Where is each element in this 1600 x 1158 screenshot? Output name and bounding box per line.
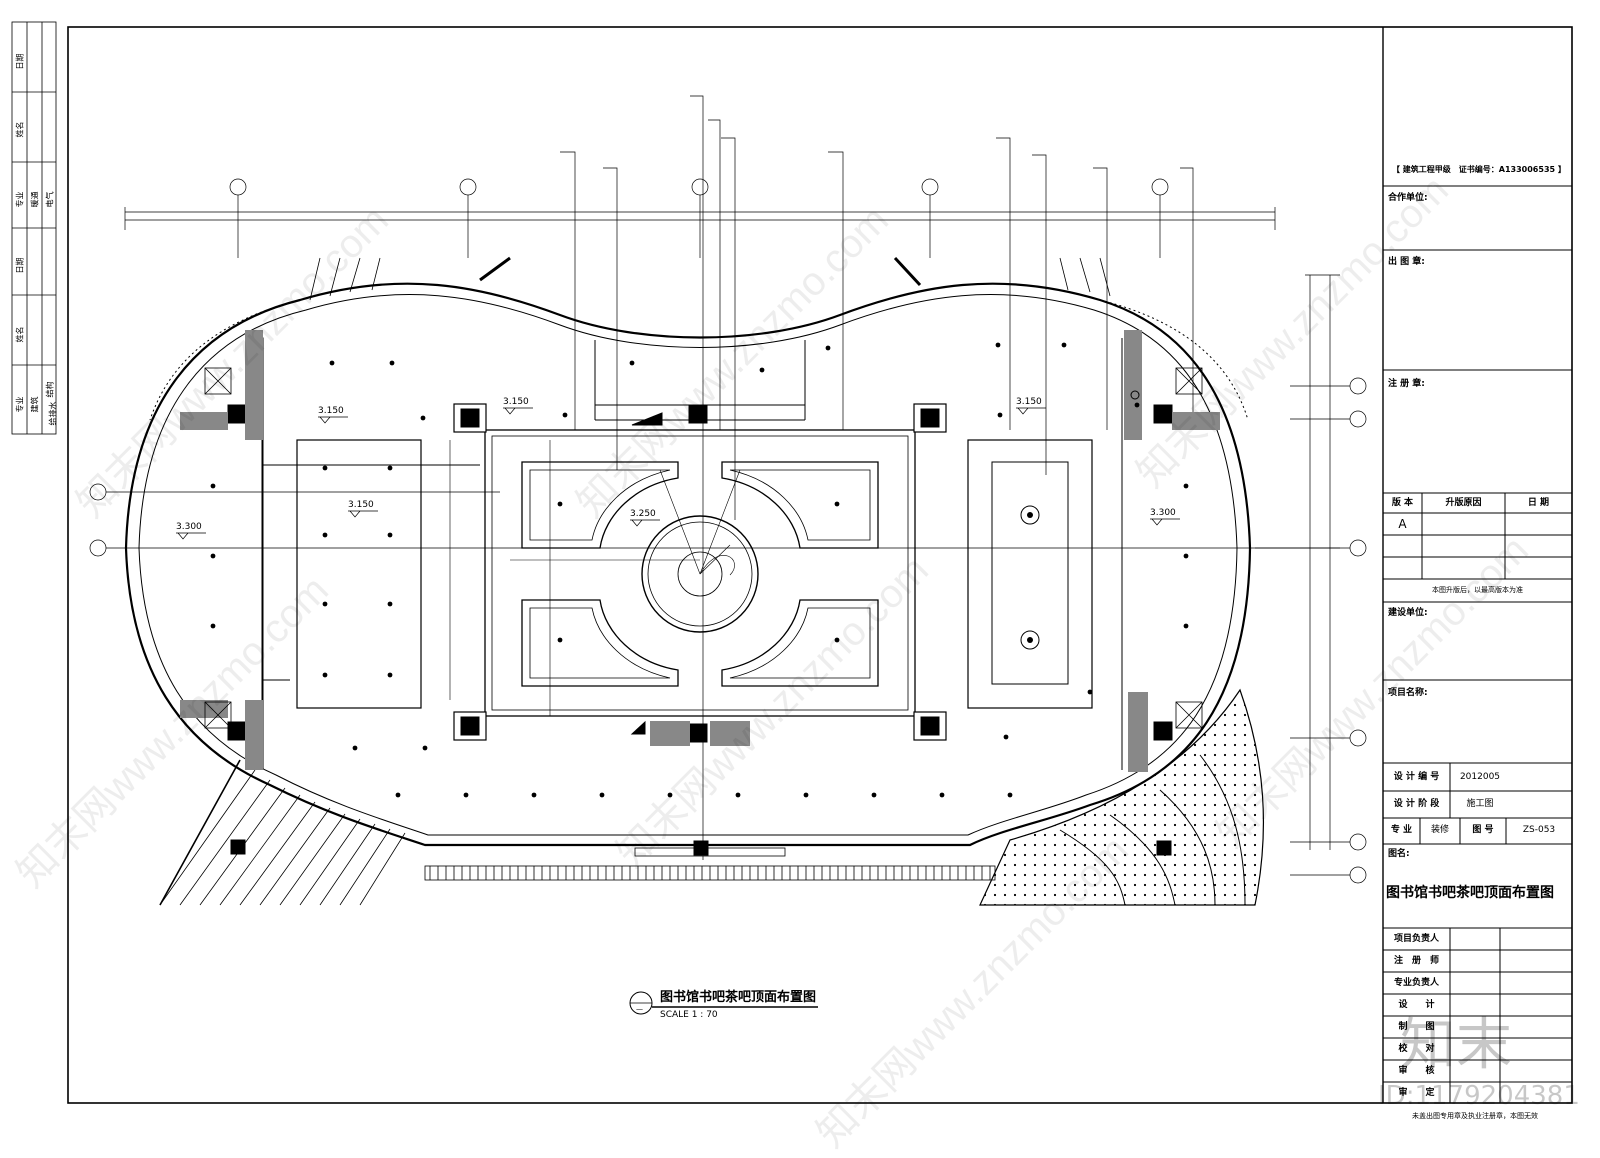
drawing-sheet: 日期 姓名 专业 暖通 电气 日期 姓名 专业 建筑 结构 给排水 3.150 … <box>9 21 1580 1156</box>
elevation-label: 3.150 <box>348 500 374 510</box>
role-label: 设 计 <box>1398 1000 1435 1010</box>
role-label: 制 图 <box>1398 1022 1435 1032</box>
rev-header-date: 日 期 <box>1527 498 1550 508</box>
role-label: 校 对 <box>1398 1044 1435 1054</box>
strip-label: 暖通 <box>30 191 40 208</box>
elevation-label: 3.150 <box>318 406 344 416</box>
drawing-name-value: 图书馆书吧茶吧顶面布置图 <box>1386 885 1554 901</box>
strip-label: 建筑 <box>30 396 40 413</box>
drawing-no-label: 图 号 <box>1472 825 1494 835</box>
stage-value: 施工图 <box>1466 799 1494 809</box>
strip-label: 日期 <box>15 53 25 70</box>
stage-label: 设 计 阶 段 <box>1393 799 1440 809</box>
role-label: 项目负责人 <box>1393 934 1439 944</box>
qualification-line: 【 建筑工程甲级 证书编号：A133006535 】 <box>1392 165 1566 174</box>
strip-label: 结构 <box>45 381 55 398</box>
ceiling-plan-drawing <box>11 21 1573 1104</box>
rev-note: 本图升版后，以最高版本为准 <box>1432 586 1523 594</box>
design-no-label: 设 计 编 号 <box>1393 772 1440 782</box>
project-label: 项目名称: <box>1388 688 1428 698</box>
plan-title: 图书馆书吧茶吧顶面布置图 <box>660 990 817 1005</box>
rev-version-value: A <box>1398 517 1407 531</box>
role-label: 审 定 <box>1398 1088 1435 1098</box>
registration-label: 注 册 章: <box>1388 379 1425 389</box>
strip-label: 日期 <box>15 257 25 274</box>
strip-label: 给排水 <box>48 401 58 426</box>
rev-header-version: 版 本 <box>1391 498 1414 508</box>
client-label: 建设单位: <box>1388 608 1428 618</box>
seal-label: 出 图 章: <box>1388 257 1425 267</box>
strip-label: 姓名 <box>15 326 25 343</box>
strip-label: 专业 <box>15 396 25 413</box>
title-bubble-label: — <box>636 1005 643 1013</box>
role-label: 注 册 师 <box>1393 956 1439 966</box>
elevation-label: 3.150 <box>503 397 529 407</box>
role-label: 专业负责人 <box>1393 978 1439 988</box>
partner-label: 合作单位: <box>1388 193 1428 203</box>
elevation-label: 3.250 <box>630 509 656 519</box>
plan-scale: SCALE 1 : 70 <box>660 1010 718 1020</box>
drawing-name-label: 图名: <box>1388 849 1410 859</box>
strip-label: 姓名 <box>15 121 25 138</box>
elevation-label: 3.300 <box>1150 508 1176 518</box>
rev-header-reason: 升版原因 <box>1445 498 1482 508</box>
validity-footer: 未盖出图专用章及执业注册章，本图无效 <box>1412 1112 1538 1120</box>
design-no-value: 2012005 <box>1459 772 1501 782</box>
strip-label: 专业 <box>15 191 25 208</box>
discipline-label: 专 业 <box>1390 825 1413 835</box>
elevation-label: 3.300 <box>176 522 202 532</box>
left-signature-strip <box>11 21 57 435</box>
elevation-label: 3.150 <box>1016 397 1042 407</box>
discipline-value: 装修 <box>1430 825 1449 835</box>
strip-label: 电气 <box>45 191 55 208</box>
drawing-no-value: ZS-053 <box>1522 825 1556 835</box>
role-label: 审 核 <box>1398 1066 1435 1076</box>
